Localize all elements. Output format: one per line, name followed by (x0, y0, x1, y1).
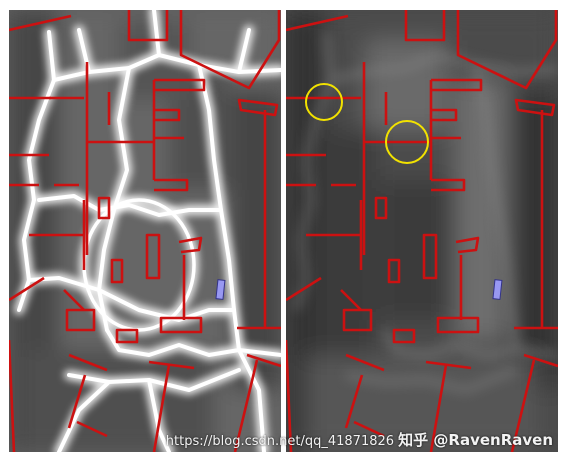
wall-segment (404, 10, 446, 42)
wall-segment (63, 289, 85, 311)
wall-segment (148, 360, 195, 370)
left-voronoi-ridges (14, 10, 281, 452)
wall-segment (159, 316, 203, 334)
wall-segment (233, 359, 259, 452)
wall-segment (514, 98, 556, 117)
watermark-url: https://blog.csdn.net/qq_41871826 (165, 434, 395, 449)
distance-map-left-panel (9, 10, 281, 452)
wall-segment (342, 308, 373, 332)
wall-segment (431, 178, 466, 192)
wall-segment (145, 233, 161, 280)
wall-segment (374, 196, 388, 220)
wall-segment (110, 258, 124, 284)
wall-segment (431, 78, 483, 92)
watermark-brand: 知乎 @RavenRaven (398, 431, 553, 449)
wall-segment (65, 308, 96, 332)
wall-segment (9, 276, 45, 302)
highlight-circle-center (385, 120, 429, 164)
wall-segment (152, 364, 171, 452)
wall-segment (154, 178, 189, 192)
distance-map-right-panel (286, 10, 558, 452)
wall-segment (9, 339, 16, 452)
wall-segment (237, 98, 279, 117)
highlight-circle-top-left (305, 83, 343, 121)
wall-segment (523, 353, 558, 368)
wall-segment (127, 10, 169, 42)
wall-segment (179, 10, 281, 90)
wall-segment (115, 328, 139, 344)
wall-segment (436, 316, 480, 334)
wall-segment (97, 196, 111, 220)
wall-segment (67, 374, 87, 429)
wall-segment (345, 353, 385, 372)
wall-segment (392, 328, 416, 344)
wall-segment (68, 353, 108, 372)
robot-marker (215, 279, 226, 300)
wall-segment (246, 353, 281, 368)
wall-segment (154, 108, 181, 122)
wall-segment (286, 14, 349, 32)
wall-segment (510, 359, 536, 452)
wall-segment (286, 276, 322, 302)
wall-segment (154, 78, 206, 92)
wall-segment (431, 108, 458, 122)
wall-segment (340, 289, 362, 311)
left-wall-outlines (9, 10, 281, 452)
wall-segment (422, 233, 438, 280)
wall-segment (9, 14, 72, 32)
wall-segment (429, 364, 448, 452)
wall-segment (425, 360, 472, 370)
right-wall-outlines (286, 10, 558, 452)
right-background-shading (286, 10, 558, 452)
distance-map-left (9, 10, 281, 452)
wall-segment (387, 258, 401, 284)
distance-map-right (286, 10, 558, 452)
wall-segment (455, 236, 480, 254)
wall-segment (178, 236, 203, 254)
wall-segment (76, 420, 108, 438)
wall-segment (353, 420, 385, 438)
wall-segment (344, 374, 364, 429)
watermark: https://blog.csdn.net/qq_41871826 知乎 @Ra… (166, 429, 553, 450)
wall-segment (286, 339, 293, 452)
right-faint-ridges (293, 31, 558, 394)
wall-segment (456, 10, 558, 90)
robot-marker (492, 279, 503, 300)
